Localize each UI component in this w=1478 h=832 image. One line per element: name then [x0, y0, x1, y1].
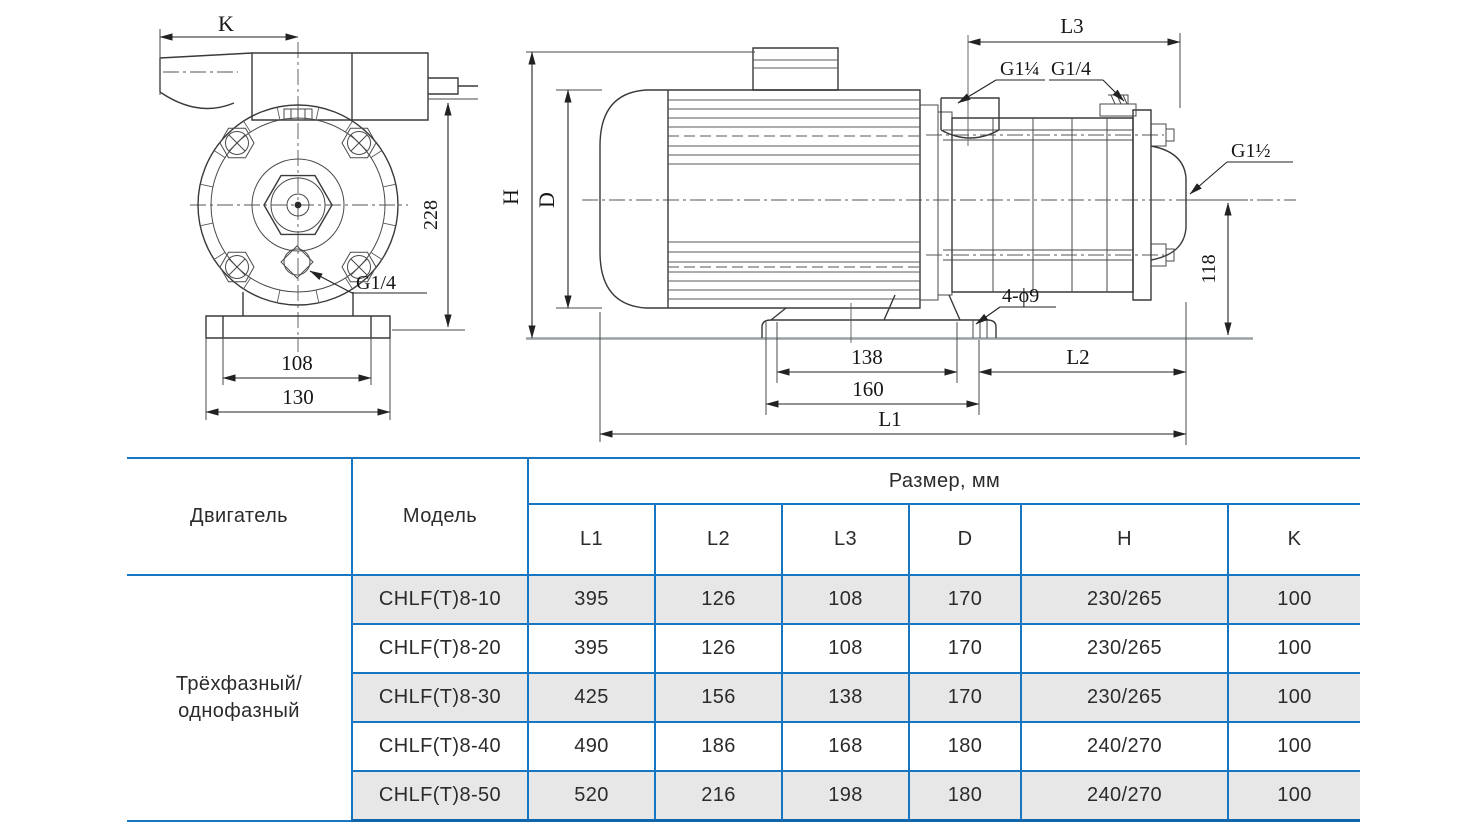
value-h: 230/265: [1020, 672, 1229, 723]
value-l2: 126: [654, 574, 783, 625]
model-cell: CHLF(T)8-20: [351, 623, 529, 674]
dim-label-k: K: [218, 11, 234, 36]
side-view: H D L3 G1¼ G1/4 G1½ 118 4-ϕ9 138 L2: [498, 14, 1296, 445]
motor-type-line1: Трёхфазный/: [175, 672, 303, 695]
value-l1: 490: [527, 721, 656, 772]
header-size-mm: Размер, мм: [526, 457, 1361, 505]
label-g14-side: G1/4: [1051, 58, 1091, 80]
dim-label-118: 118: [1198, 254, 1220, 283]
header-dim-l2: L2: [654, 503, 783, 576]
value-l2: 216: [654, 770, 783, 822]
label-foot-holes: 4-ϕ9: [1002, 285, 1039, 307]
dim-label-108: 108: [281, 351, 313, 375]
motor-type-cell: Трёхфазный/ однофазный: [127, 574, 353, 822]
model-cell: CHLF(T)8-30: [351, 672, 529, 723]
value-k: 100: [1226, 574, 1361, 625]
value-d: 170: [908, 574, 1022, 625]
header-dim-d: D: [908, 503, 1022, 576]
value-k: 100: [1226, 770, 1361, 822]
dim-label-160: 160: [852, 377, 884, 401]
model-cell: CHLF(T)8-50: [351, 770, 529, 822]
value-l3: 198: [781, 770, 910, 822]
header-dim-k: K: [1226, 503, 1361, 576]
value-d: 170: [908, 672, 1022, 723]
header-model: Модель: [351, 457, 529, 576]
value-l1: 425: [527, 672, 656, 723]
dim-label-138: 138: [851, 345, 883, 369]
value-d: 180: [908, 770, 1022, 822]
model-cell: CHLF(T)8-10: [351, 574, 529, 625]
value-h: 240/270: [1020, 721, 1229, 772]
value-l2: 126: [654, 623, 783, 674]
value-h: 230/265: [1020, 574, 1229, 625]
header-dim-l3: L3: [781, 503, 910, 576]
header-motor: Двигатель: [127, 457, 353, 576]
value-l1: 395: [527, 574, 656, 625]
dim-label-228: 228: [420, 200, 442, 230]
label-g1-half: G1½: [1231, 140, 1270, 162]
value-l2: 186: [654, 721, 783, 772]
value-k: 100: [1226, 721, 1361, 772]
dim-label-h: H: [498, 189, 523, 205]
value-k: 100: [1226, 623, 1361, 674]
motor-type-line2: однофазный: [178, 699, 300, 722]
dim-label-130: 130: [282, 385, 314, 409]
label-g1-quarter: G1¼: [1000, 58, 1039, 80]
value-k: 100: [1226, 672, 1361, 723]
value-l3: 138: [781, 672, 910, 723]
dim-label-d: D: [534, 192, 559, 208]
value-l3: 108: [781, 623, 910, 674]
value-l3: 168: [781, 721, 910, 772]
value-l1: 395: [527, 623, 656, 674]
label-g14-front: G1/4: [356, 272, 396, 294]
value-h: 230/265: [1020, 623, 1229, 674]
header-dim-h: H: [1020, 503, 1229, 576]
technical-drawing: K 228 G1/4 108 130: [159, 11, 1296, 445]
dim-label-l2: L2: [1066, 345, 1089, 369]
header-dim-l1: L1: [527, 503, 656, 576]
dim-label-l1: L1: [878, 407, 901, 431]
value-l3: 108: [781, 574, 910, 625]
value-l1: 520: [527, 770, 656, 822]
value-d: 180: [908, 721, 1022, 772]
dimensions-table: Двигатель Модель Размер, мм L1 L2 L3 D H…: [127, 457, 1361, 822]
value-d: 170: [908, 623, 1022, 674]
front-view: K 228 G1/4 108 130: [159, 11, 478, 420]
dim-label-l3: L3: [1060, 14, 1083, 38]
value-l2: 156: [654, 672, 783, 723]
value-h: 240/270: [1020, 770, 1229, 822]
model-cell: CHLF(T)8-40: [351, 721, 529, 772]
